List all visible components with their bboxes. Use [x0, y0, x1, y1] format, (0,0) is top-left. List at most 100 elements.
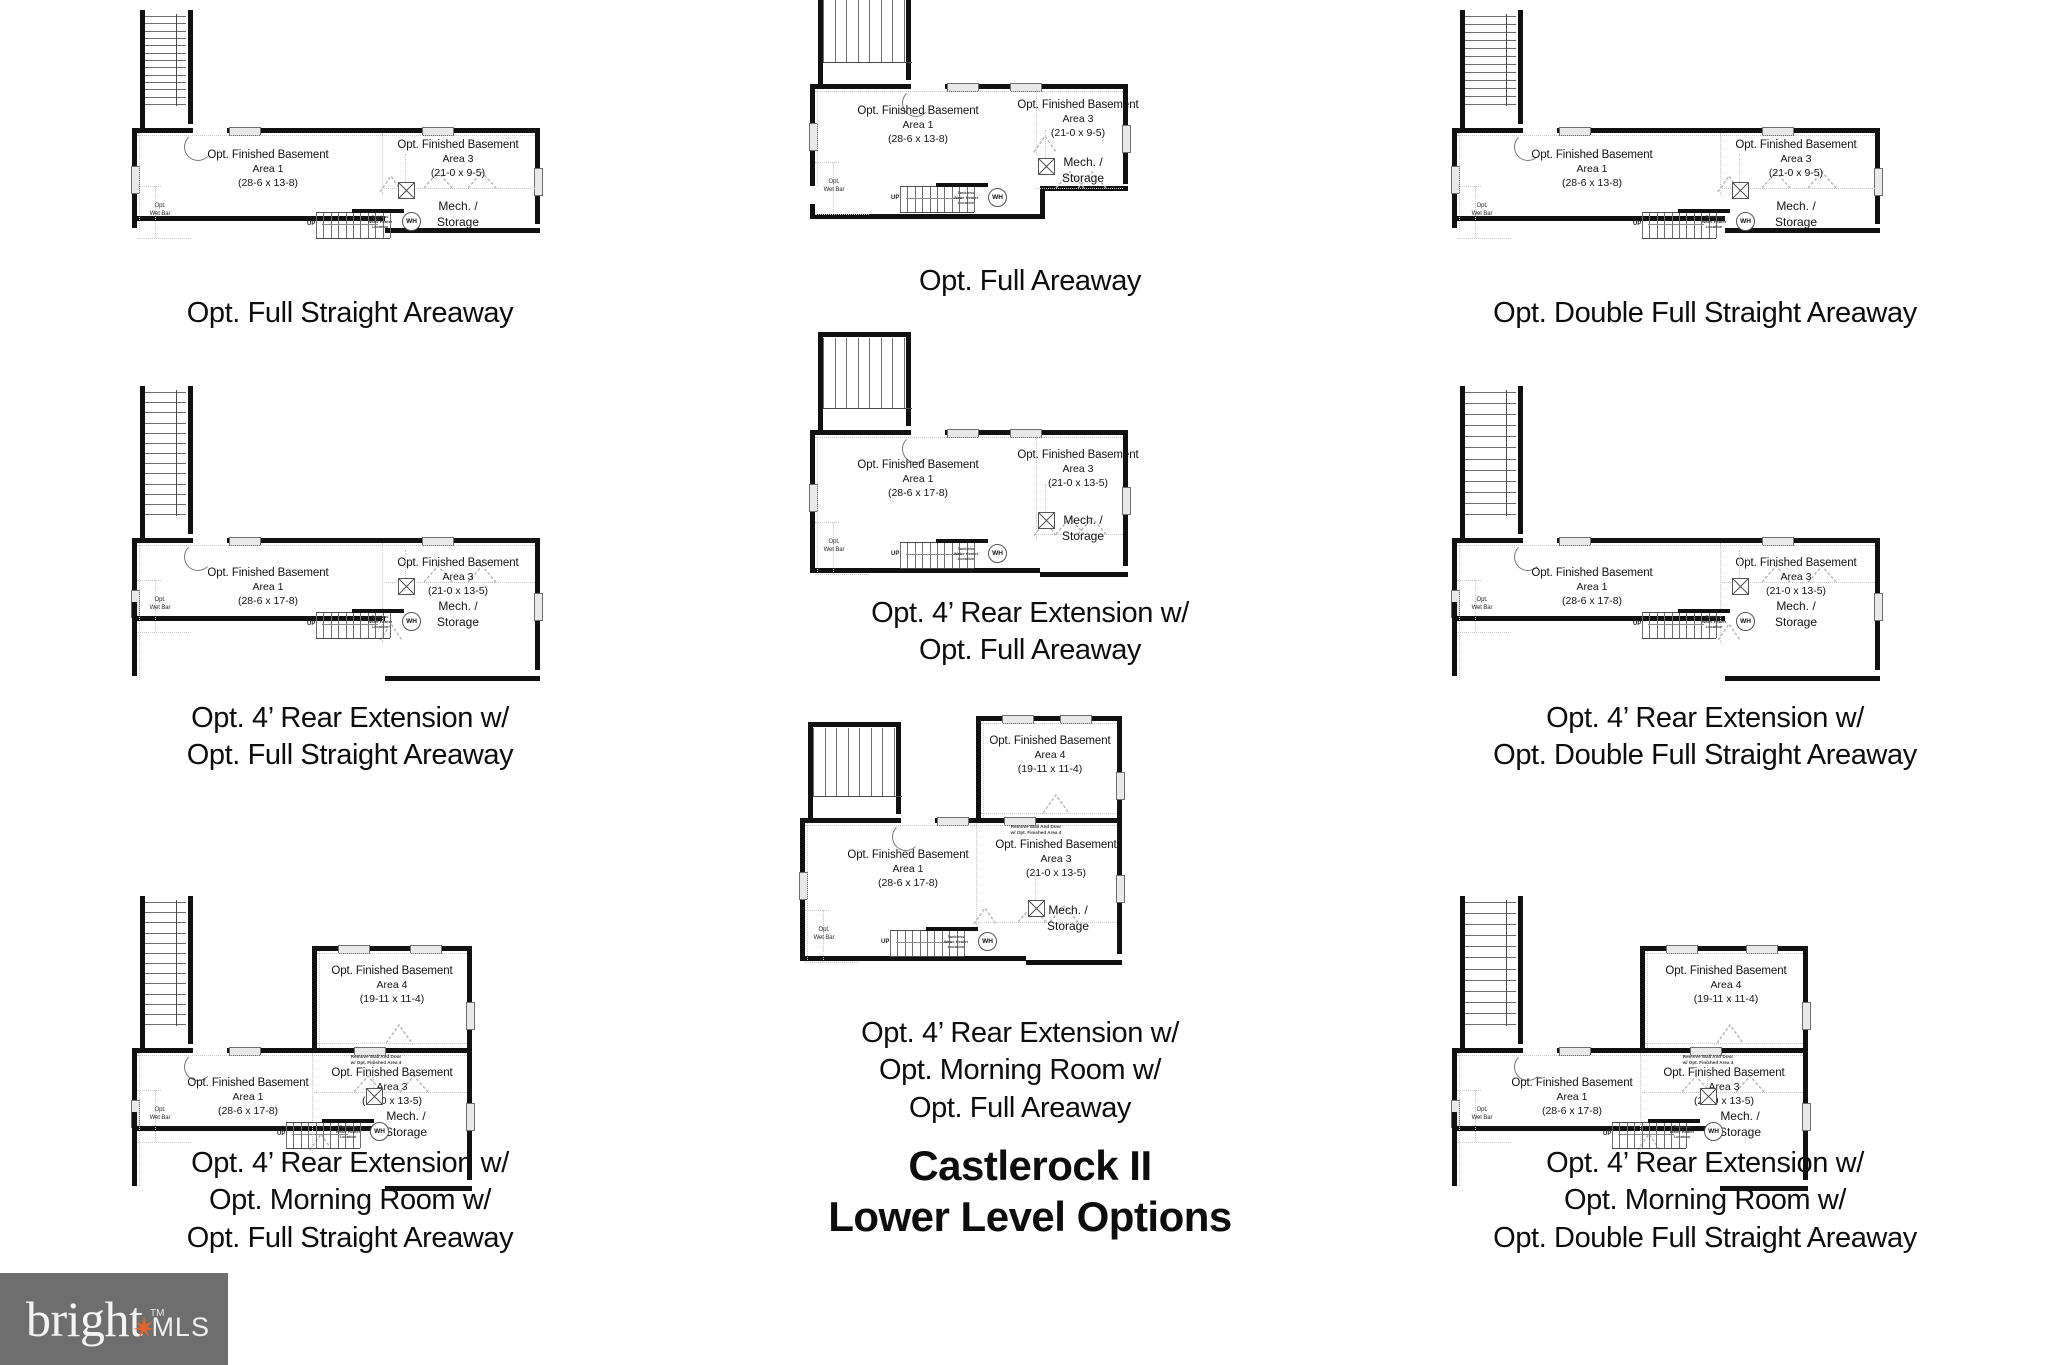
- mechanical-unit-icon[interactable]: [1700, 1088, 1717, 1105]
- stair-up-label[interactable]: UP: [307, 221, 316, 227]
- staircase[interactable]: [145, 392, 186, 515]
- wet-bar-label[interactable]: Opt.Wet Bar: [814, 926, 835, 942]
- stair-up-label[interactable]: UP: [307, 621, 316, 627]
- mech-storage-label[interactable]: Mech. /Storage: [1775, 198, 1817, 230]
- wet-bar-label[interactable]: Opt.Wet Bar: [1472, 202, 1493, 218]
- water-heater-icon[interactable]: WH: [988, 188, 1007, 207]
- staircase[interactable]: [1612, 1122, 1687, 1148]
- mechanical-unit-icon[interactable]: [1028, 900, 1045, 917]
- stair-up-label[interactable]: UP: [881, 939, 890, 945]
- mechanical-unit-icon[interactable]: [398, 578, 415, 595]
- stair-up-label[interactable]: UP: [1603, 1131, 1612, 1137]
- wet-bar-label[interactable]: Opt.Wet Bar: [150, 202, 171, 218]
- staircase[interactable]: [1465, 16, 1516, 105]
- mechanical-unit-icon[interactable]: [1038, 158, 1055, 175]
- mechanical-unit-icon[interactable]: [1038, 512, 1055, 529]
- wet-bar-label[interactable]: Opt.Wet Bar: [150, 596, 171, 612]
- water-heater-icon[interactable]: WH: [370, 1122, 389, 1141]
- water-heater-icon[interactable]: WH: [402, 612, 421, 631]
- wet-bar-label[interactable]: Opt.Wet Bar: [824, 178, 845, 194]
- staircase[interactable]: [823, 338, 905, 408]
- mech-storage-label[interactable]: Mech. /Storage: [385, 1108, 427, 1140]
- staircase[interactable]: [1642, 212, 1717, 238]
- staircase[interactable]: [900, 542, 975, 568]
- staircase[interactable]: [286, 1122, 361, 1148]
- water-heater-icon[interactable]: WH: [1736, 212, 1755, 231]
- staircase[interactable]: [890, 930, 965, 956]
- stair-up-label[interactable]: UP: [1633, 221, 1642, 227]
- wet-bar-label[interactable]: Opt.Wet Bar: [824, 538, 845, 554]
- door-swing[interactable]: [184, 1053, 212, 1081]
- door-swing[interactable]: [902, 89, 930, 117]
- door-swing[interactable]: [902, 435, 930, 463]
- staircase[interactable]: [316, 612, 391, 638]
- staircase[interactable]: [316, 212, 391, 238]
- water-heater-icon[interactable]: WH: [1704, 1122, 1723, 1141]
- staircase[interactable]: [145, 16, 186, 105]
- mechanical-unit-icon[interactable]: [1732, 182, 1749, 199]
- mechanical-unit-icon[interactable]: [398, 182, 415, 199]
- staircase[interactable]: [900, 186, 975, 212]
- staircase[interactable]: [813, 728, 895, 796]
- wet-bar-label[interactable]: Opt.Wet Bar: [1472, 1106, 1493, 1122]
- staircase[interactable]: [1465, 392, 1516, 515]
- stair-up-label[interactable]: UP: [277, 1131, 286, 1137]
- mech-storage-label[interactable]: Mech. /Storage: [1775, 598, 1817, 630]
- mech-storage-label[interactable]: Mech. /Storage: [437, 598, 479, 630]
- mechanical-unit-icon[interactable]: [1732, 578, 1749, 595]
- mech-storage-label[interactable]: Mech. /Storage: [1062, 154, 1104, 186]
- mechanical-unit-icon[interactable]: [366, 1088, 383, 1105]
- door-swing[interactable]: [184, 543, 212, 571]
- door-swing[interactable]: [1514, 133, 1542, 161]
- stair-up-label[interactable]: UP: [1633, 621, 1642, 627]
- stair-up-label[interactable]: UP: [891, 551, 900, 557]
- door-swing[interactable]: [1514, 1053, 1542, 1081]
- water-heater-icon[interactable]: WH: [1736, 612, 1755, 631]
- stair-up-label[interactable]: UP: [891, 195, 900, 201]
- staircase[interactable]: [145, 902, 186, 1025]
- mech-storage-label[interactable]: Mech. /Storage: [1047, 902, 1089, 934]
- mech-storage-label[interactable]: Mech. /Storage: [1062, 512, 1104, 544]
- water-heater-icon[interactable]: WH: [978, 932, 997, 951]
- door-swing[interactable]: [1514, 543, 1542, 571]
- mech-storage-label[interactable]: Mech. /Storage: [437, 198, 479, 230]
- staircase[interactable]: [1465, 902, 1516, 1025]
- staircase[interactable]: [823, 0, 905, 62]
- mech-storage-label[interactable]: Mech. /Storage: [1719, 1108, 1761, 1140]
- water-heater-icon[interactable]: WH: [402, 212, 421, 231]
- wet-bar-label[interactable]: Opt.Wet Bar: [1472, 596, 1493, 612]
- door-swing[interactable]: [892, 823, 920, 851]
- water-heater-icon[interactable]: WH: [988, 544, 1007, 563]
